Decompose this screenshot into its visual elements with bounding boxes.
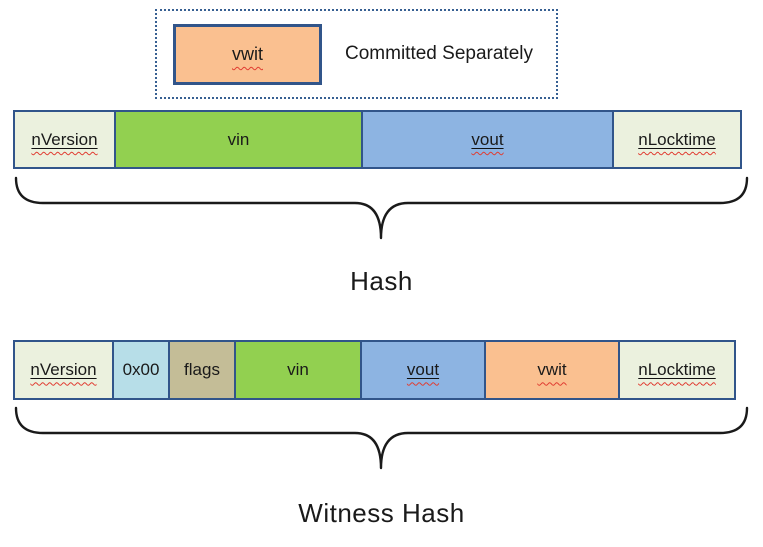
segment-vin: vin [114, 110, 363, 169]
legend-box: vwit Committed Separately [155, 9, 558, 99]
segment-vout: vout [360, 340, 486, 400]
segment-0x00: 0x00 [112, 340, 170, 400]
segment-vwit: vwit [484, 340, 620, 400]
segment-nLocktime: nLocktime [618, 340, 736, 400]
hash-row: nVersion vin vout nLocktime [13, 110, 742, 169]
segment-nLocktime: nLocktime [612, 110, 742, 169]
hash-brace [14, 176, 749, 240]
segment-vin: vin [234, 340, 362, 400]
hash-caption: Hash [350, 266, 413, 296]
witness-hash-brace [14, 406, 749, 470]
segment-nVersion: nVersion [13, 110, 116, 169]
segment-flags: flags [168, 340, 236, 400]
segment-vout: vout [361, 110, 614, 169]
legend-sample-vwit: vwit [173, 23, 322, 85]
legend-caption: Committed Separately [345, 43, 533, 64]
legend-sample-label: vwit [232, 43, 263, 64]
witness-hash-caption: Witness Hash [298, 498, 465, 528]
witness-hash-row: nVersion 0x00 flags vin vout vwit nLockt… [13, 340, 736, 400]
segment-nVersion: nVersion [13, 340, 114, 400]
